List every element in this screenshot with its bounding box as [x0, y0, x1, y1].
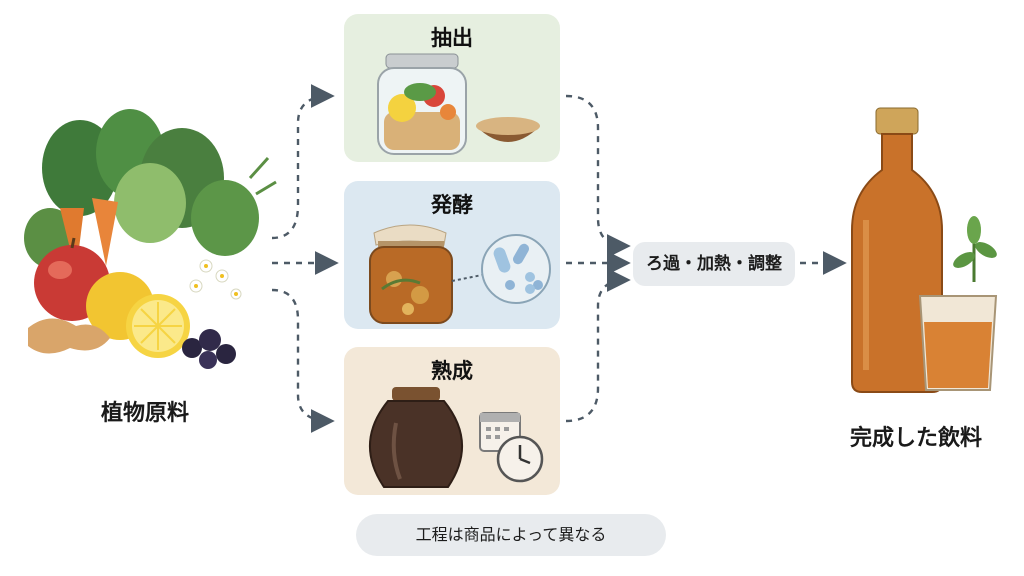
sugar-bowl-icon [476, 117, 540, 142]
glass-jar-icon [377, 53, 467, 155]
step-title-aging: 熟成 [431, 359, 473, 383]
clay-pot-icon [368, 387, 464, 488]
source-label: 植物原料 [100, 401, 189, 426]
glass-icon [918, 295, 998, 391]
step-card-ferment: 発酵 [344, 181, 560, 329]
vegetables-illustration [24, 109, 277, 369]
arrow-extract-to-process [565, 94, 631, 258]
process-note: 工程は商品によって異なる [356, 514, 666, 556]
herb-icon [953, 216, 997, 282]
arrow-aging-to-process [565, 268, 631, 423]
clock-icon [496, 435, 544, 483]
step-card-aging: 熟成 [344, 347, 560, 495]
step-title-ferment: 発酵 [431, 193, 473, 217]
bottle-icon [851, 107, 943, 393]
fermentation-jar-icon [369, 224, 453, 324]
arrow-source-to-aging [271, 288, 335, 433]
step-card-extract: 抽出 [344, 14, 560, 162]
arrow-source-to-extract [271, 84, 335, 240]
process-label: ろ過・加熱・調整 [633, 242, 795, 286]
microbe-icon [481, 234, 551, 304]
result-label: 完成した飲料 [849, 426, 982, 451]
step-title-extract: 抽出 [431, 26, 473, 50]
